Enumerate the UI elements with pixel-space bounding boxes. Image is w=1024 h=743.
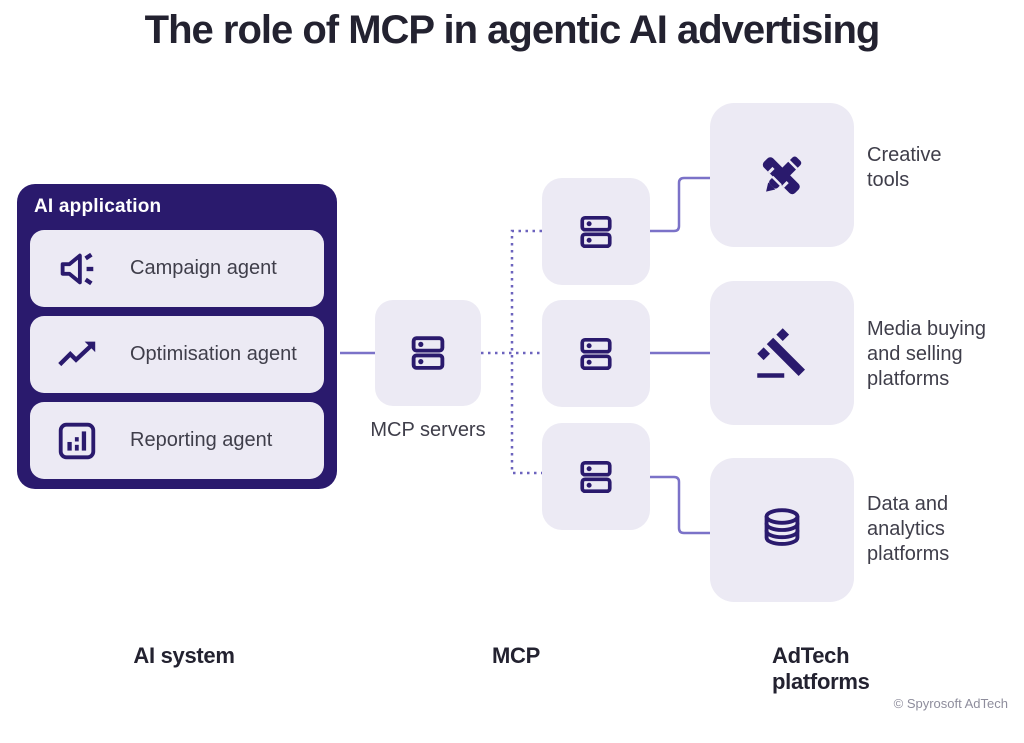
mcp-servers-caption: MCP servers — [370, 419, 486, 441]
label-line: Data and — [867, 493, 949, 515]
agent-label: Optimisation agent — [130, 343, 297, 365]
mcp-servers-box — [375, 300, 481, 406]
gavel-icon — [755, 326, 809, 380]
mcp-server-box-1 — [542, 178, 650, 285]
creative-tools-box — [710, 103, 854, 247]
ai-application-label: AI application — [34, 196, 162, 217]
label-line: Media buying — [867, 318, 986, 340]
connector-server1-to-creative — [650, 176, 710, 233]
column-label-adtech: AdTech platforms — [772, 643, 870, 694]
server-icon — [574, 332, 618, 376]
speaker-icon — [54, 246, 100, 292]
label-line: Creative — [867, 144, 942, 166]
label-line: analytics — [867, 518, 945, 540]
database-icon — [755, 503, 809, 557]
label-line: and selling — [867, 343, 963, 365]
data-platforms-label: Data and analytics platforms — [867, 492, 1017, 567]
label-line: tools — [867, 169, 910, 191]
design-tools-icon — [754, 147, 810, 203]
column-label-ai-system: AI system — [133, 643, 235, 668]
mcp-server-box-3 — [542, 423, 650, 530]
data-platforms-box — [710, 458, 854, 602]
connector-mcp-dotted-branches — [510, 229, 542, 475]
label-line: platforms — [867, 543, 950, 565]
trending-up-icon — [54, 332, 100, 378]
agent-item-campaign: Campaign agent — [30, 230, 324, 307]
server-icon — [574, 455, 618, 499]
page-title: The role of MCP in agentic AI advertisin… — [144, 8, 881, 52]
agent-item-optimisation: Optimisation agent — [30, 316, 324, 393]
agent-label: Campaign agent — [130, 257, 277, 279]
agent-label: Reporting agent — [130, 429, 273, 451]
media-platforms-label: Media buying and selling platforms — [867, 317, 1017, 392]
ai-application-panel: AI application Campaign agent Optimisati… — [17, 184, 337, 489]
server-icon — [405, 330, 451, 376]
connector-server3-to-data — [650, 475, 710, 535]
label-line: platforms — [867, 368, 950, 390]
agent-item-reporting: Reporting agent — [30, 402, 324, 479]
column-label-mcp: MCP — [492, 643, 540, 668]
server-icon — [574, 210, 618, 254]
bar-chart-icon — [54, 418, 100, 464]
creative-tools-label: Creative tools — [867, 143, 1017, 193]
media-platforms-box — [710, 281, 854, 425]
mcp-server-box-2 — [542, 300, 650, 407]
copyright-notice: © Spyrosoft AdTech — [893, 696, 1008, 711]
